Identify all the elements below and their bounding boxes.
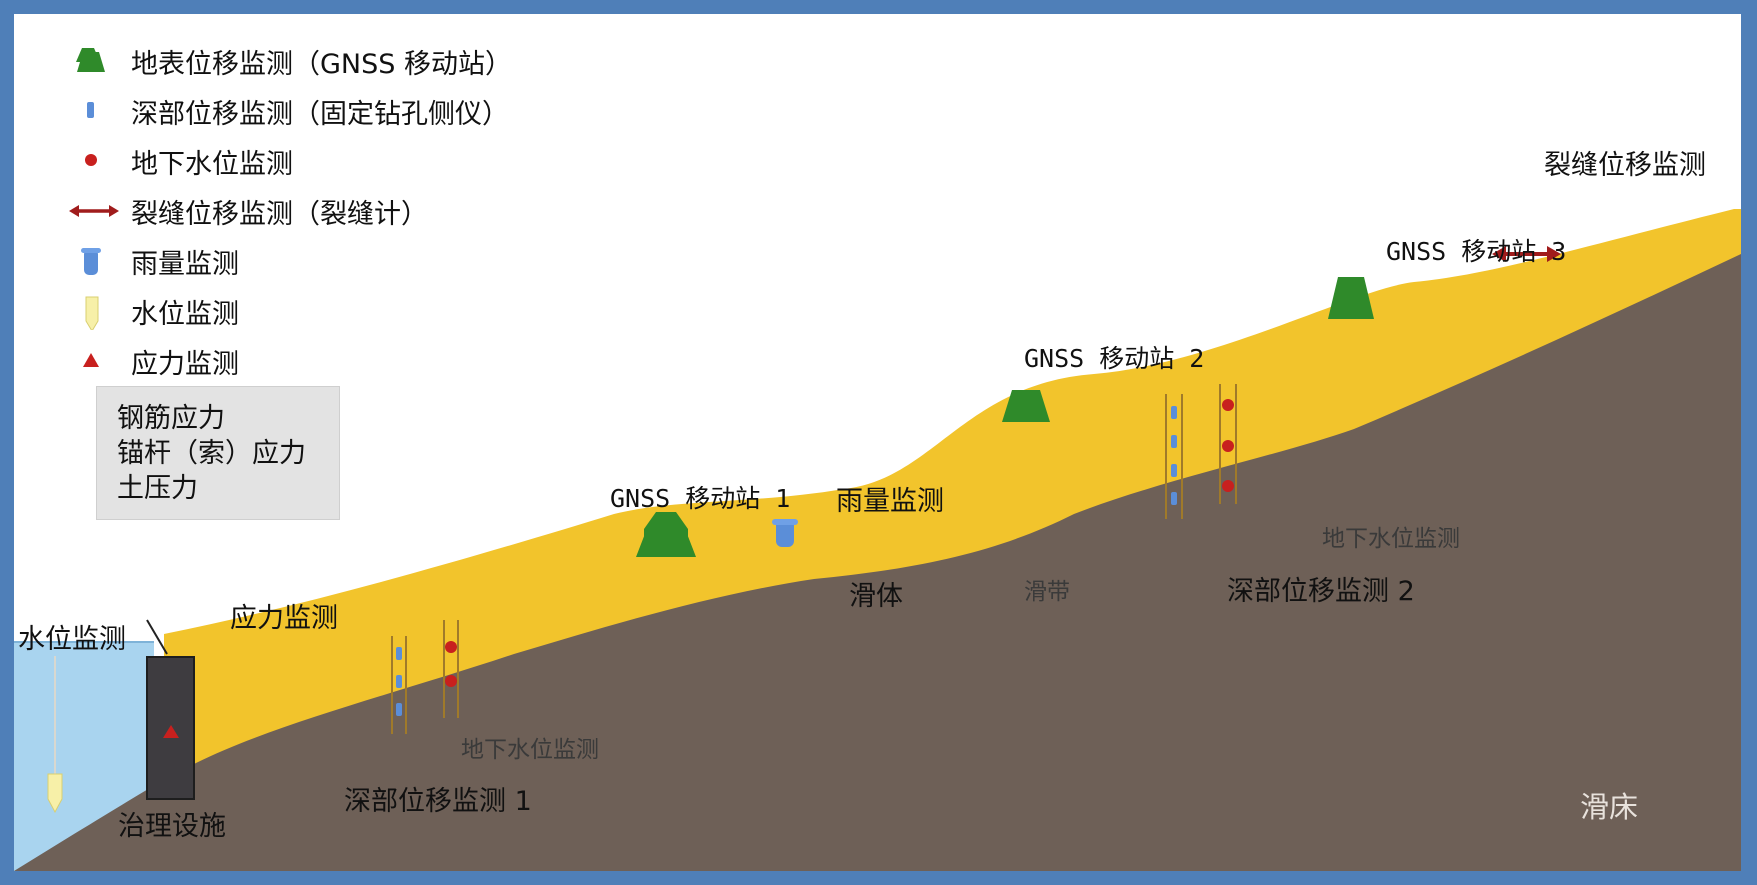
legend-label: 应力监测 <box>131 349 239 380</box>
inclinometer-sensor <box>1171 464 1177 477</box>
groundwater-dot-icon <box>85 154 97 166</box>
groundwater-sensor <box>445 675 457 687</box>
legend-label: 深部位移监测（固定钻孔侧仪） <box>131 99 509 130</box>
inclinometer-sensor <box>1171 406 1177 419</box>
label-deep-displacement-2: 深部位移监测 2 <box>1227 576 1415 607</box>
label-water-level: 水位监测 <box>18 624 126 655</box>
inclinometer-sensor <box>1171 435 1177 448</box>
crack-meter-icon <box>69 205 119 217</box>
rain-gauge-cap <box>772 519 798 525</box>
stress-items-box: 钢筋应力 锚杆（索）应力 土压力 <box>96 386 340 520</box>
legend-label: 雨量监测 <box>131 249 239 280</box>
stress-item-rebar: 钢筋应力 <box>117 403 225 434</box>
water-level-probe-icon <box>85 296 99 330</box>
stress-item-anchor: 锚杆（索）应力 <box>117 438 306 469</box>
inclinometer-sensor <box>1171 492 1177 505</box>
groundwater-sensor <box>445 641 457 653</box>
label-gnss-2: GNSS 移动站 2 <box>1024 344 1205 373</box>
label-rain-gauge: 雨量监测 <box>836 486 944 517</box>
slide-bed-bedrock <box>14 254 1741 871</box>
label-gnss-1: GNSS 移动站 1 <box>610 484 791 513</box>
legend-label: 地表位移监测（GNSS 移动站） <box>131 49 512 80</box>
label-slide-zone: 滑带 <box>1024 579 1070 605</box>
treatment-facility-wall <box>146 656 195 800</box>
borehole-group-1 <box>391 620 459 734</box>
crack-meter-icon <box>1492 246 1561 262</box>
stress-triangle-icon <box>83 353 99 367</box>
slope-cross-section <box>14 48 1741 871</box>
legend-label: 裂缝位移监测（裂缝计） <box>131 199 428 230</box>
label-deep-displacement-1: 深部位移监测 1 <box>344 786 532 817</box>
diagram-frame: 地表位移监测（GNSS 移动站） 深部位移监测（固定钻孔侧仪） 地下水位监测 裂… <box>14 14 1741 871</box>
label-groundwater-2: 地下水位监测 <box>1322 526 1460 552</box>
stress-box-pointer <box>146 619 168 655</box>
inclinometer-icon <box>87 102 94 118</box>
rain-gauge-icon <box>776 519 794 547</box>
groundwater-sensor <box>1222 440 1234 452</box>
borehole-group-2 <box>1165 384 1237 519</box>
stress-sensor-icon <box>163 725 179 738</box>
inclinometer-sensor <box>396 675 402 688</box>
gnss-station-icon <box>77 52 105 72</box>
water-level-probe-icon <box>47 773 63 814</box>
groundwater-sensor <box>1222 480 1234 492</box>
gnss-station-2-icon <box>1002 390 1050 422</box>
label-stress-monitor: 应力监测 <box>230 603 338 634</box>
rain-gauge-icon <box>81 248 101 275</box>
inclinometer-sensor <box>396 703 402 716</box>
label-groundwater-1: 地下水位监测 <box>461 737 599 763</box>
label-slide-body: 滑体 <box>849 581 903 612</box>
stress-item-earth-pressure: 土压力 <box>117 473 198 504</box>
legend-label: 水位监测 <box>131 299 239 330</box>
label-crack-displacement: 裂缝位移监测 <box>1544 150 1706 181</box>
groundwater-sensor <box>1222 399 1234 411</box>
label-slide-bed: 滑床 <box>1580 790 1639 824</box>
gnss-station-3-icon <box>1328 277 1374 319</box>
label-gnss-3: GNSS 移动站 3 <box>1386 237 1567 266</box>
gnss-station-1-icon-body <box>636 526 696 557</box>
inclinometer-sensor <box>396 647 402 660</box>
label-treatment-facility: 治理设施 <box>118 811 226 842</box>
legend-label: 地下水位监测 <box>131 149 293 180</box>
